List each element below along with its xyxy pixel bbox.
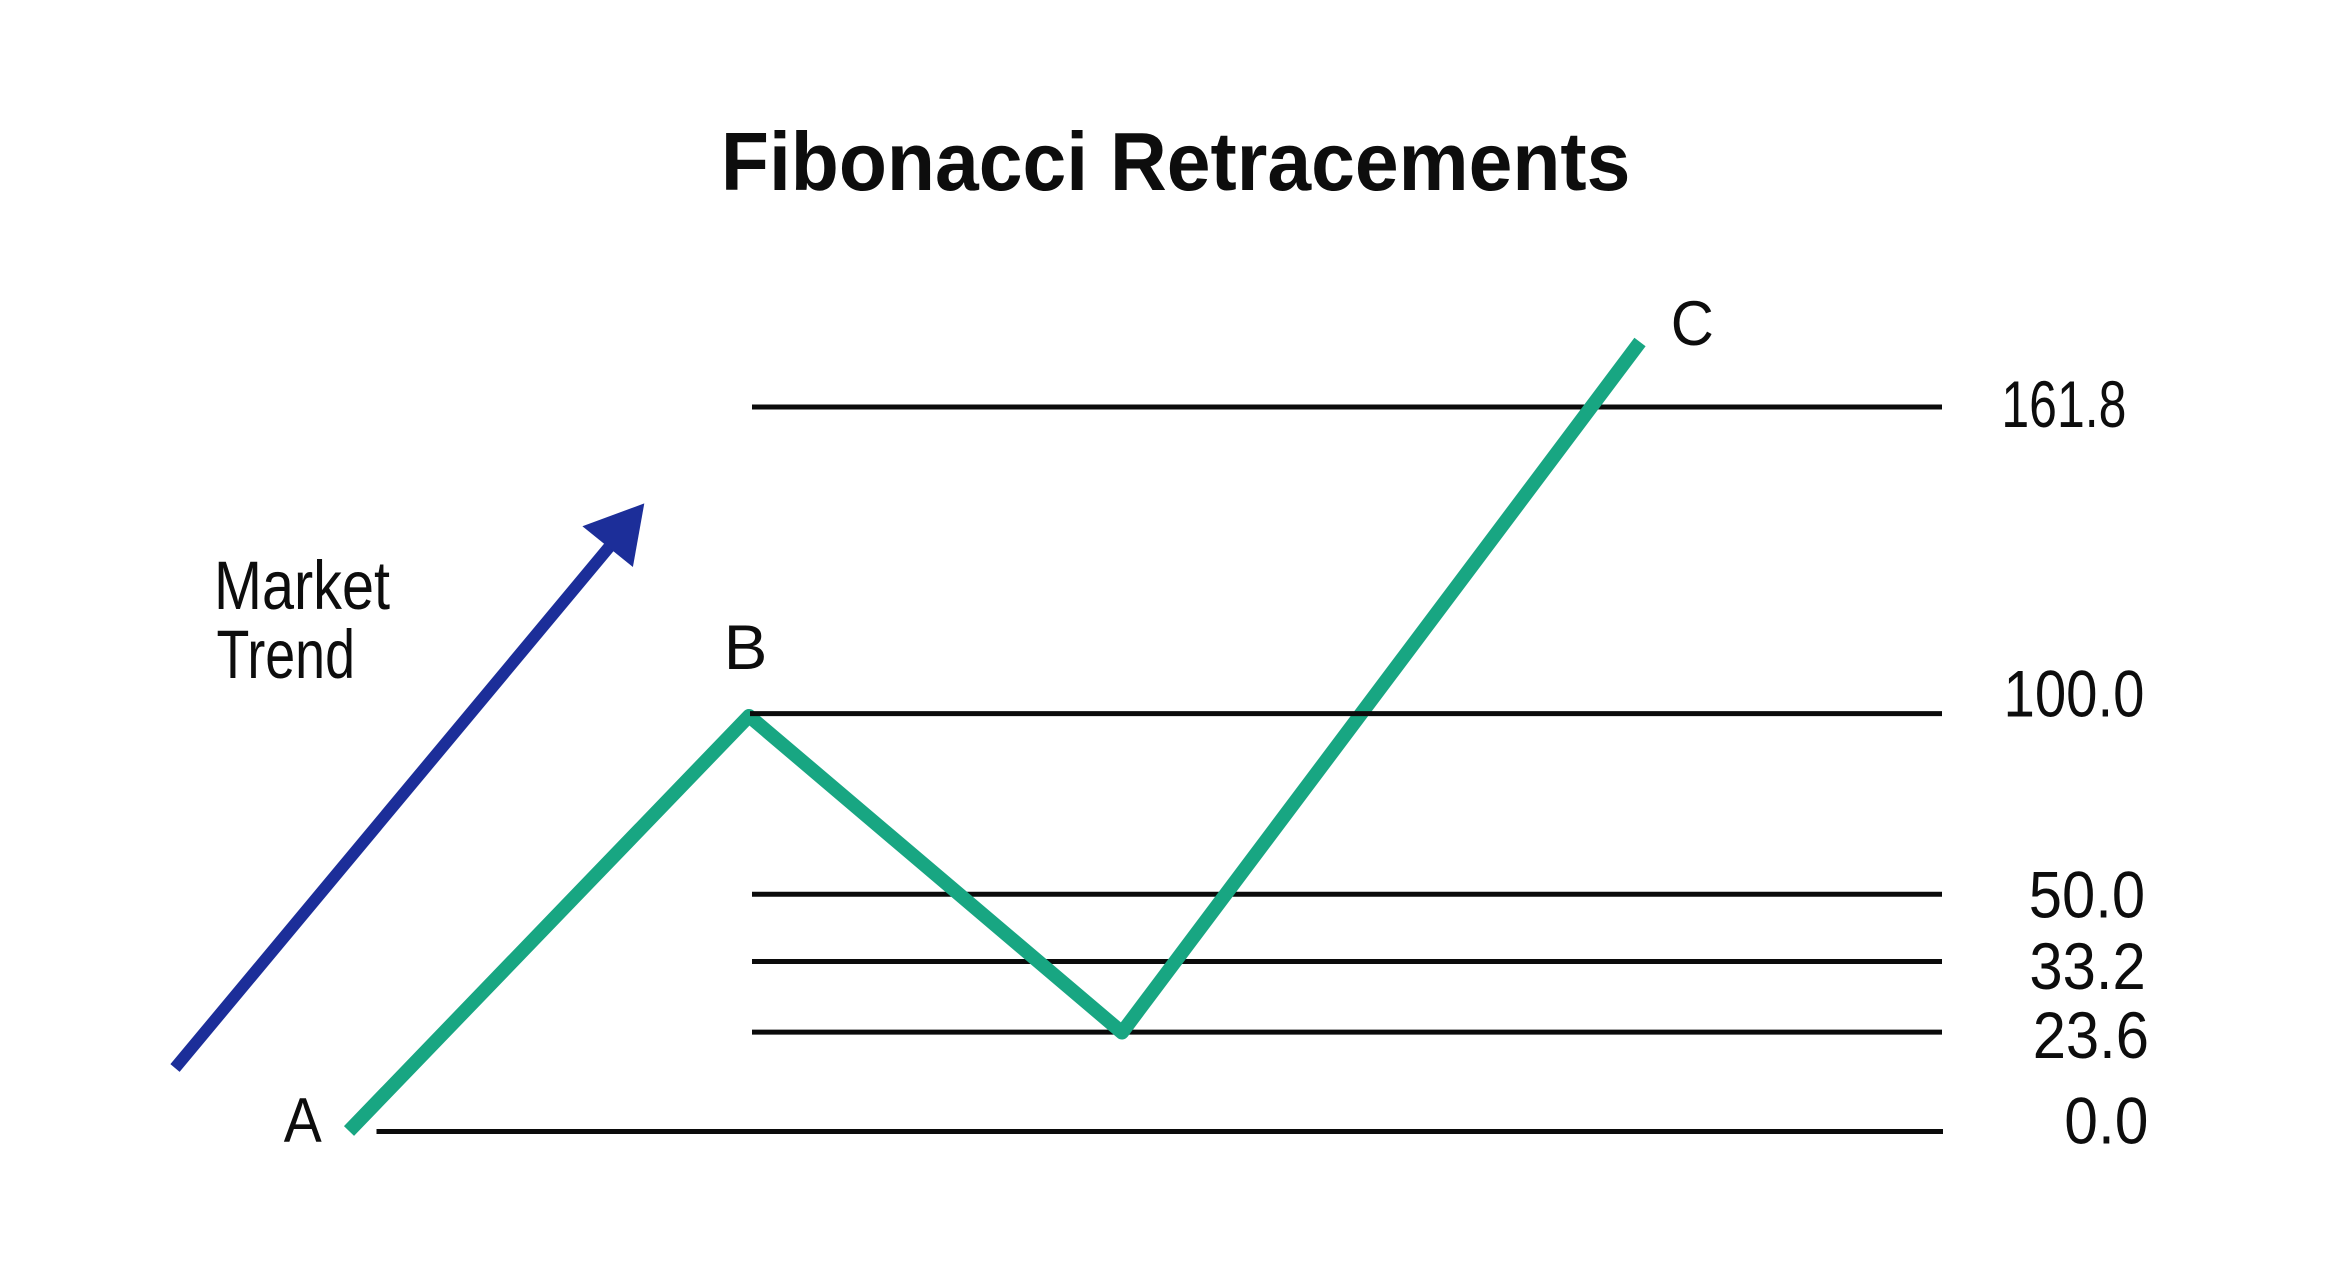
svg-text:0.0: 0.0 (2064, 1084, 2148, 1158)
svg-text:Fibonacci Retracements: Fibonacci Retracements (721, 115, 1631, 208)
svg-text:100.0: 100.0 (2004, 657, 2145, 731)
svg-text:23.6: 23.6 (2033, 998, 2149, 1072)
svg-text:B: B (724, 613, 768, 683)
svg-text:50.0: 50.0 (2029, 858, 2145, 932)
svg-text:Market: Market (214, 547, 390, 624)
svg-text:161.8: 161.8 (2001, 367, 2126, 441)
svg-text:33.2: 33.2 (2029, 929, 2145, 1003)
svg-text:C: C (1671, 289, 1714, 359)
svg-text:Trend: Trend (217, 616, 356, 693)
svg-text:A: A (284, 1086, 322, 1156)
